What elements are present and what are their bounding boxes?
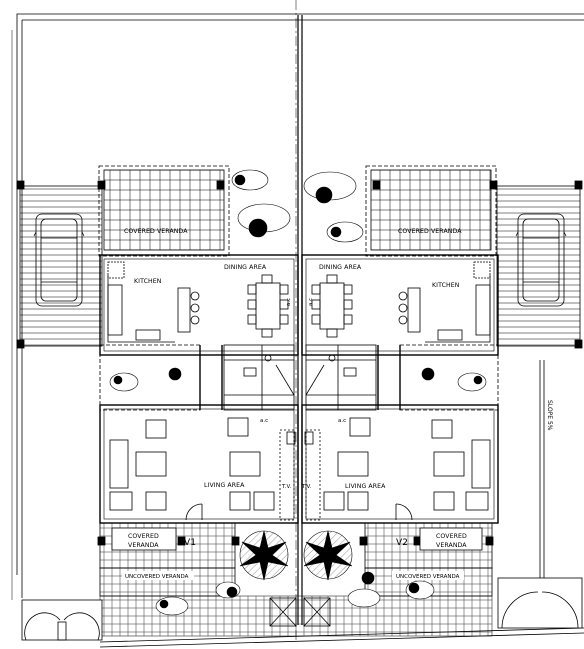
entry-boxes bbox=[269, 429, 331, 627]
label-uncovered-right: UNCOVERED VERANDA bbox=[396, 574, 460, 580]
kitchen-right bbox=[398, 261, 491, 343]
party-wall bbox=[295, 0, 303, 640]
label-covered-veranda-left: COVERED VERANDA bbox=[124, 228, 188, 235]
stair-left bbox=[223, 344, 295, 411]
dining-table-left bbox=[247, 274, 289, 338]
label-covered-bottom-left: COVERED bbox=[128, 533, 159, 540]
label-living-right: LIVING AREA bbox=[345, 483, 386, 490]
room-labels: COVERED VERANDA COVERED VERANDA KITCHEN … bbox=[124, 228, 553, 580]
label-unit-v1: V1 bbox=[184, 538, 196, 548]
gate-left bbox=[21, 599, 103, 641]
label-veranda-bottom-left: VERANDA bbox=[128, 542, 159, 549]
covered-veranda-top-left bbox=[98, 165, 230, 257]
tree-large-right bbox=[303, 530, 353, 581]
carport-left bbox=[19, 185, 103, 347]
label-kitchen-right: KITCHEN bbox=[432, 282, 460, 289]
label-tv-right: T.V. bbox=[301, 484, 312, 490]
stair-right bbox=[305, 344, 377, 411]
uncovered-veranda-left bbox=[99, 567, 236, 597]
label-living-left: LIVING AREA bbox=[204, 482, 245, 489]
label-slope: SLOPE 5% bbox=[546, 400, 553, 431]
living-furniture-right bbox=[304, 417, 491, 521]
covered-veranda-bottom-left bbox=[99, 522, 236, 569]
label-ac-living-right: a.c bbox=[338, 418, 346, 424]
label-ac-dining-right: a.c bbox=[308, 298, 314, 306]
label-dining-left: DINING AREA bbox=[224, 264, 267, 271]
label-covered-veranda-right: COVERED VERANDA bbox=[398, 228, 462, 235]
dining-table-right bbox=[311, 274, 353, 338]
gate-right bbox=[497, 360, 583, 629]
label-unit-v2: V2 bbox=[396, 538, 408, 548]
landscape bbox=[109, 169, 487, 616]
carport-right bbox=[496, 185, 581, 347]
label-tv-left: T.V. bbox=[281, 484, 292, 490]
label-uncovered-left: UNCOVERED VERANDA bbox=[125, 574, 189, 580]
label-ac-dining-left: a.c bbox=[286, 298, 292, 306]
shrubs bbox=[109, 169, 487, 616]
covered-veranda-bottom-right bbox=[364, 522, 493, 569]
tree-large-left bbox=[239, 530, 289, 581]
label-ac-living-left: a.c bbox=[260, 418, 268, 424]
label-covered-bottom-right: COVERED bbox=[436, 533, 467, 540]
kitchen-left bbox=[107, 261, 200, 343]
label-kitchen-left: KITCHEN bbox=[134, 278, 162, 285]
label-dining-right: DINING AREA bbox=[319, 264, 362, 271]
label-veranda-bottom-right: VERANDA bbox=[436, 542, 467, 549]
covered-veranda-top-right bbox=[365, 165, 497, 257]
living-furniture-left bbox=[109, 417, 296, 521]
